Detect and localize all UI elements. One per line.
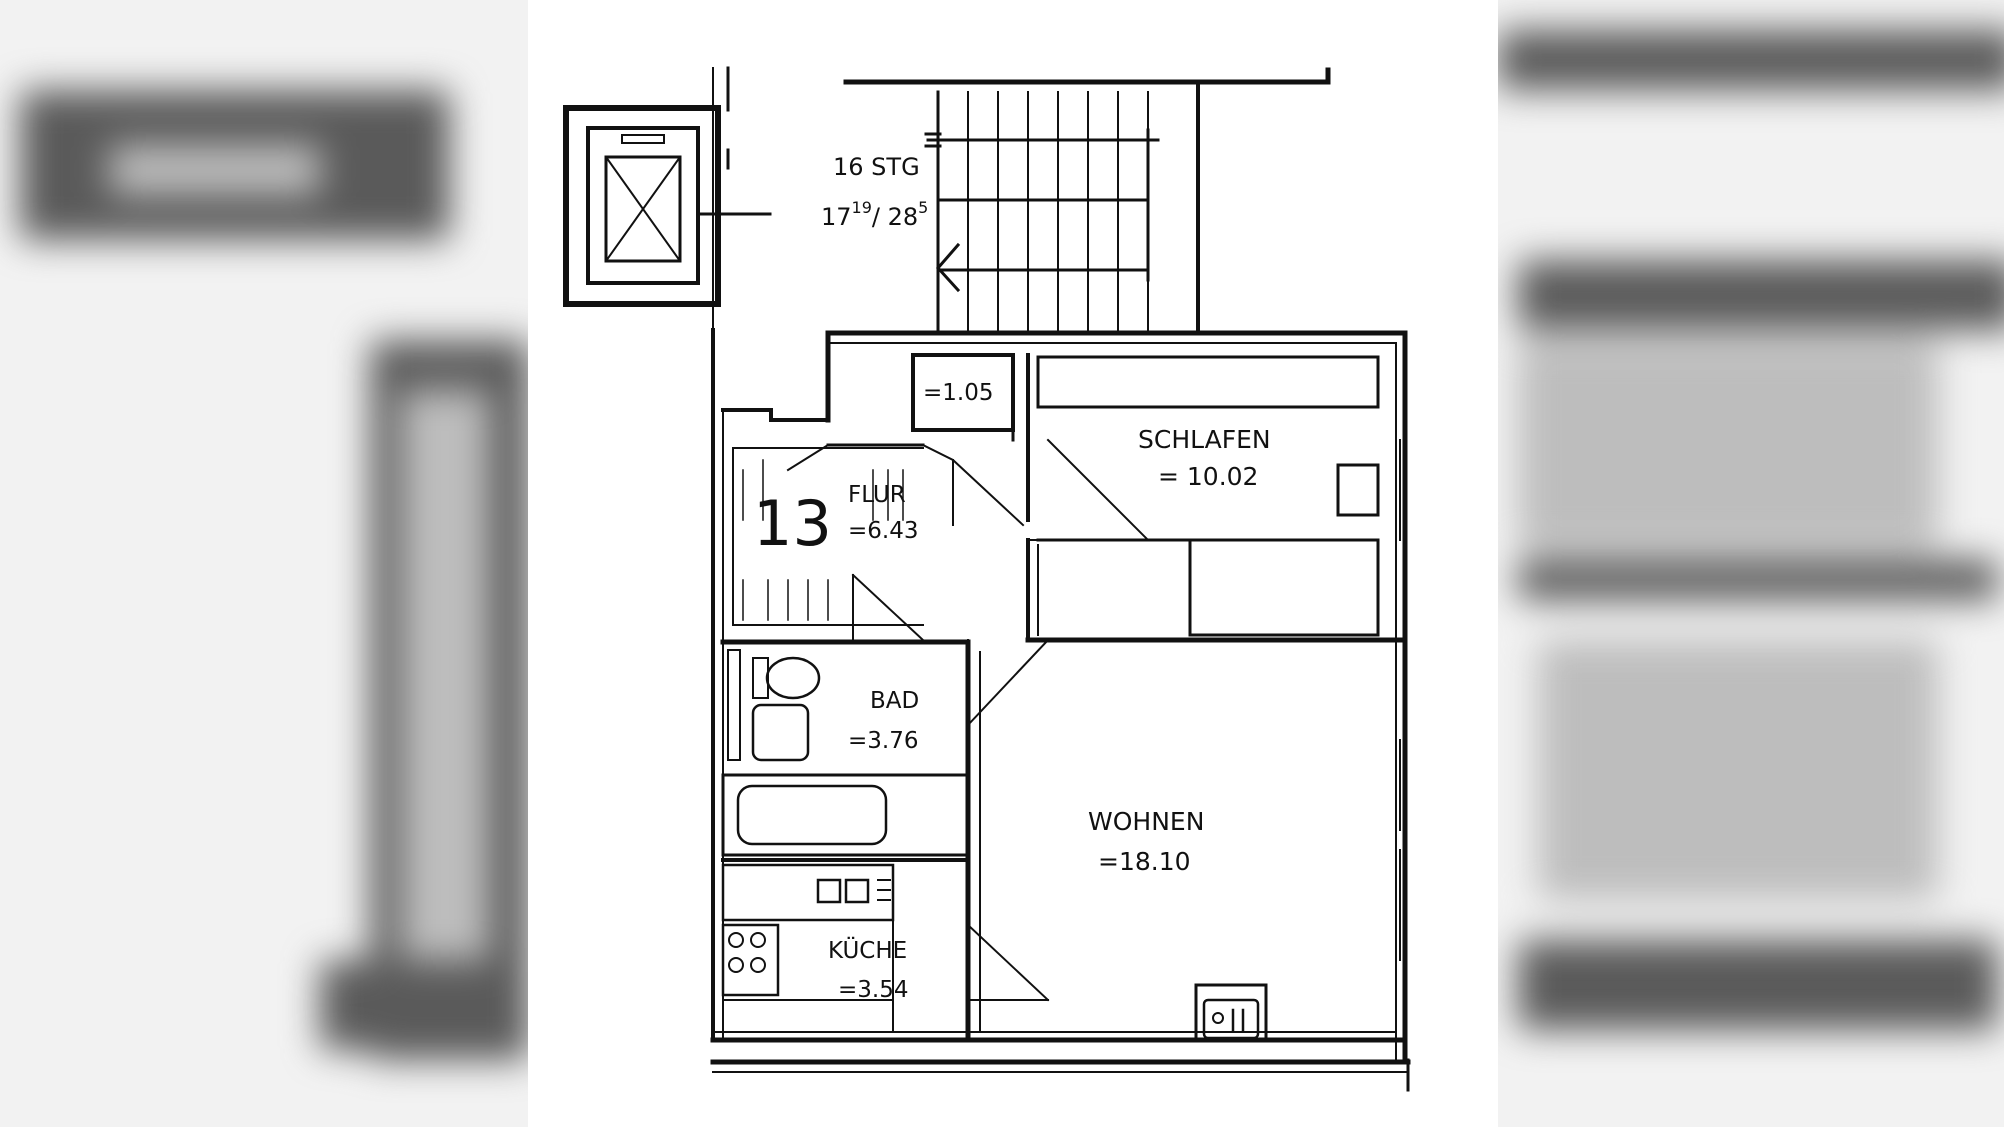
stair-label: 16 STG [833, 153, 920, 181]
bedroom [1026, 353, 1380, 642]
storage-room [911, 353, 1015, 442]
outer-walls [710, 328, 1411, 1092]
bathroom-name: BAD [870, 688, 919, 714]
stair-dim-sup: 19 [852, 198, 872, 217]
staircase [712, 66, 1331, 332]
stair-dimension: 1719/ 285 [821, 198, 928, 231]
stair-dim-sup2: 5 [918, 198, 928, 217]
bedroom-area: = 10.02 [1158, 462, 1258, 491]
bedroom-name: SCHLAFEN [1138, 425, 1271, 454]
elevator-shaft [563, 105, 772, 307]
living-room-area: =18.10 [1098, 847, 1191, 876]
hallway-area: =6.43 [848, 518, 918, 544]
stair-dim-sep: / 28 [872, 203, 918, 231]
blurred-background-right [1498, 0, 2004, 1127]
floor-plan-drawing: 16 STG 1719/ 285 =1.05 SCHLAFEN = 10.02 … [563, 66, 1411, 1092]
kitchen-area: =3.54 [838, 977, 908, 1003]
labels: 16 STG 1719/ 285 =1.05 SCHLAFEN = 10.02 … [753, 153, 1271, 1003]
bathroom-area: =3.76 [848, 728, 918, 754]
floor-plan: 16 STG 1719/ 285 =1.05 SCHLAFEN = 10.02 … [528, 0, 1498, 1127]
hallway [732, 443, 1025, 642]
kitchen-name: KÜCHE [828, 936, 907, 964]
living-room-name: WOHNEN [1088, 807, 1204, 836]
blurred-background-left [0, 0, 528, 1127]
hallway-name: FLUR [848, 482, 906, 508]
bathroom [720, 638, 1050, 1043]
living-room-heater [1194, 983, 1268, 1042]
stair-dim-base: 17 [821, 203, 852, 231]
unit-number: 13 [753, 487, 832, 560]
storage-area: =1.05 [923, 380, 993, 406]
kitchen [721, 858, 1050, 1033]
